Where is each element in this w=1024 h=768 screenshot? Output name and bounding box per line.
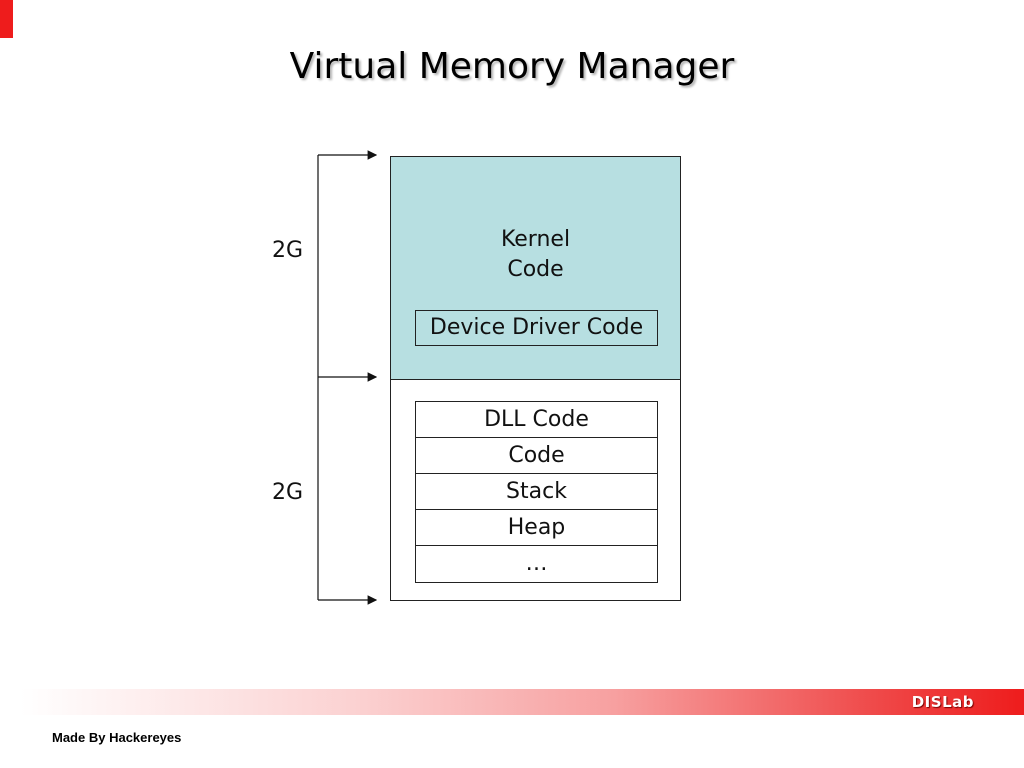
ellipsis-row: …: [525, 551, 548, 576]
code-row: Code: [416, 438, 657, 474]
footer-brand: DISLab: [911, 693, 974, 711]
slide-title: Virtual Memory Manager: [289, 46, 735, 87]
corner-accent: [0, 0, 13, 38]
heap-row: Heap: [416, 510, 657, 546]
user-region-stack: DLL Code Code Stack Heap …: [415, 401, 658, 583]
device-driver-code-box: Device Driver Code: [415, 310, 658, 346]
address-space-block: Kernel Code Device Driver Code DLL Code …: [390, 156, 681, 601]
footer-credit: Made By Hackereyes: [52, 730, 182, 745]
kernel-size-label: 2G: [272, 238, 304, 263]
kernel-code-label: Kernel Code: [391, 225, 680, 285]
stack-row: Stack: [416, 474, 657, 510]
footer-gradient-bar: [0, 689, 1024, 715]
kernel-label-line2: Code: [507, 257, 564, 282]
dll-code-row: DLL Code: [416, 402, 657, 438]
user-size-label: 2G: [272, 480, 304, 505]
kernel-label-line1: Kernel: [500, 227, 571, 252]
kernel-region: Kernel Code Device Driver Code: [391, 157, 680, 380]
